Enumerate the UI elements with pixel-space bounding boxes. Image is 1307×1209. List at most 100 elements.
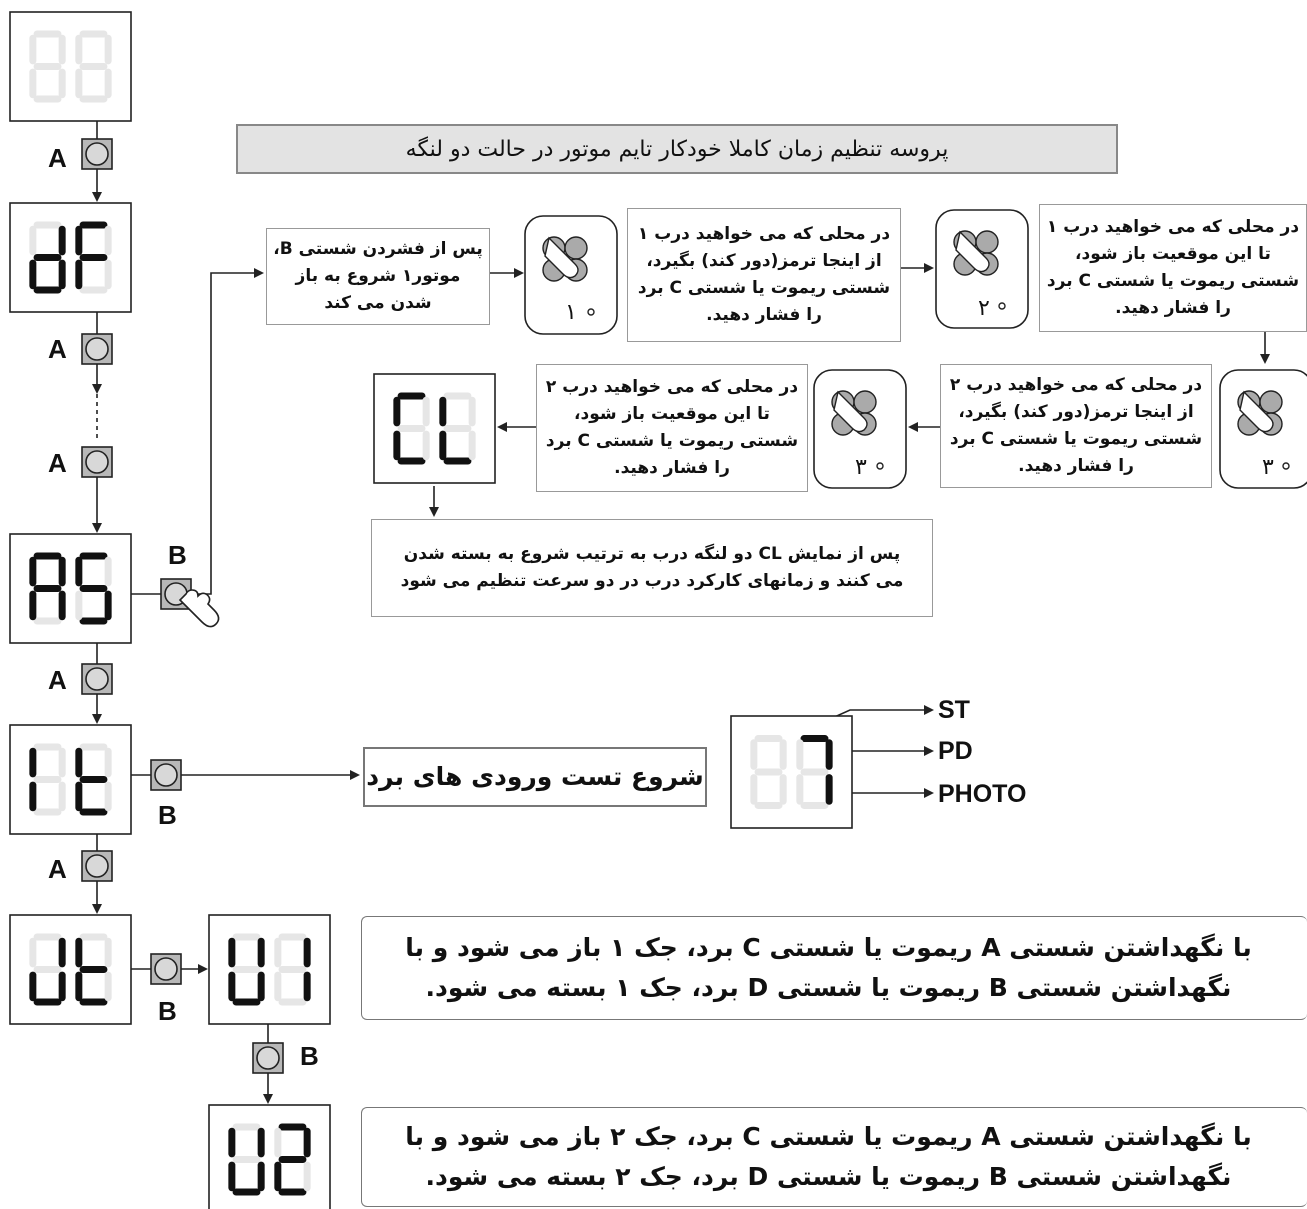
- segment-f: [75, 937, 83, 968]
- remote-3: [813, 369, 907, 489]
- segment-f: [274, 1127, 282, 1158]
- button-b-1: [160, 578, 192, 610]
- segment-d: [397, 457, 426, 465]
- segment-f: [29, 34, 37, 65]
- segment-c: [104, 971, 112, 1002]
- segment-d: [278, 998, 307, 1006]
- remote-1-number: ۱: [565, 300, 577, 325]
- segment-g: [397, 425, 426, 432]
- segment-c: [422, 430, 430, 461]
- segment-b: [58, 225, 66, 256]
- button-b-label-2: B: [158, 800, 177, 830]
- segment-e: [274, 1161, 282, 1192]
- step-2-box: در محلی که می خواهید درب ۱ تا این موقعیت…: [1039, 204, 1307, 332]
- segment-e: [29, 590, 37, 621]
- remote-2: [935, 209, 1029, 329]
- button-a-2: [81, 333, 113, 365]
- segment-e: [75, 68, 83, 99]
- remote-finger-icon: [1239, 390, 1274, 433]
- test-inputs-label: شروع تست ورودی های برد: [363, 747, 707, 807]
- display-frame: [208, 1104, 331, 1209]
- remote-dot: [1282, 462, 1290, 470]
- segment-c: [779, 774, 787, 805]
- segment-a: [800, 735, 829, 743]
- remote-button-2: [975, 230, 999, 254]
- segment-d: [33, 808, 62, 816]
- segment-c: [58, 590, 66, 621]
- segment-g: [278, 1156, 307, 1163]
- segment-b: [104, 34, 112, 65]
- segment-f: [75, 747, 83, 778]
- segment-d: [278, 1188, 307, 1196]
- segment-g: [79, 966, 108, 973]
- remote-finger-icon: [544, 236, 579, 279]
- segment-f: [796, 739, 804, 770]
- segment-e: [393, 430, 401, 461]
- remote-dot: [998, 302, 1006, 310]
- button-b-2: [150, 759, 182, 791]
- button-circle: [85, 337, 109, 361]
- segment-f: [228, 1127, 236, 1158]
- segment-c: [104, 781, 112, 812]
- segment-g: [33, 254, 62, 261]
- segment-d: [79, 286, 108, 294]
- segment-b: [468, 396, 476, 427]
- segment-f: [439, 396, 447, 427]
- display-frame: [9, 202, 132, 313]
- segment-g: [33, 776, 62, 783]
- segment-c: [468, 430, 476, 461]
- display-d7: [208, 1104, 331, 1209]
- step-5-box: پس از نمایش CL دو لنگه درب به ترتیب شروع…: [371, 519, 933, 617]
- segment-a: [79, 743, 108, 751]
- segment-a: [278, 933, 307, 941]
- segment-c: [104, 68, 112, 99]
- display-frame: [9, 914, 132, 1025]
- button-b-label-1: B: [168, 540, 187, 570]
- segment-b: [303, 937, 311, 968]
- segment-g: [33, 63, 62, 70]
- remote-1: [524, 215, 618, 335]
- segment-b: [257, 937, 265, 968]
- button-a-label-1: A: [48, 143, 67, 173]
- input-photo-label: PHOTO: [938, 780, 1027, 808]
- segment-d: [443, 457, 472, 465]
- segment-a: [278, 1123, 307, 1131]
- segment-g: [232, 1156, 261, 1163]
- remote-4: [1219, 369, 1307, 489]
- remote-button-2: [853, 390, 877, 414]
- segment-b: [104, 937, 112, 968]
- segment-a: [443, 392, 472, 400]
- segment-f: [29, 556, 37, 587]
- step-4-box: در محلی که می خواهید درب ۲ تا این موقعیت…: [536, 364, 808, 492]
- segment-f: [29, 937, 37, 968]
- page-title: پروسه تنظیم زمان کاملا خودکار تایم موتور…: [236, 124, 1118, 174]
- segment-d: [79, 998, 108, 1006]
- display-d1: [9, 11, 132, 122]
- segment-g: [232, 966, 261, 973]
- segment-d: [33, 617, 62, 625]
- segment-a: [33, 221, 62, 229]
- display-frame: [9, 533, 132, 644]
- button-b-3: [150, 953, 182, 985]
- segment-b: [825, 739, 833, 770]
- segment-b: [58, 747, 66, 778]
- segment-b: [58, 556, 66, 587]
- segment-d: [800, 801, 829, 809]
- display-d4: [9, 724, 132, 835]
- segment-a: [79, 552, 108, 560]
- button-b-label-3: B: [158, 996, 177, 1026]
- segment-g: [79, 63, 108, 70]
- step-3-box: در محلی که می خواهید درب ۲ از اینجا ترمز…: [940, 364, 1212, 488]
- button-b-label-4: B: [300, 1041, 319, 1071]
- display-d5: [9, 914, 132, 1025]
- button-circle: [85, 142, 109, 166]
- input-pd-label: PD: [938, 737, 973, 765]
- segment-g: [33, 585, 62, 592]
- segment-c: [58, 781, 66, 812]
- segment-e: [29, 68, 37, 99]
- segment-g: [278, 966, 307, 973]
- button-a-3: [81, 446, 113, 478]
- segment-d: [232, 998, 261, 1006]
- button-circle: [154, 957, 178, 981]
- remote-dot: [876, 462, 884, 470]
